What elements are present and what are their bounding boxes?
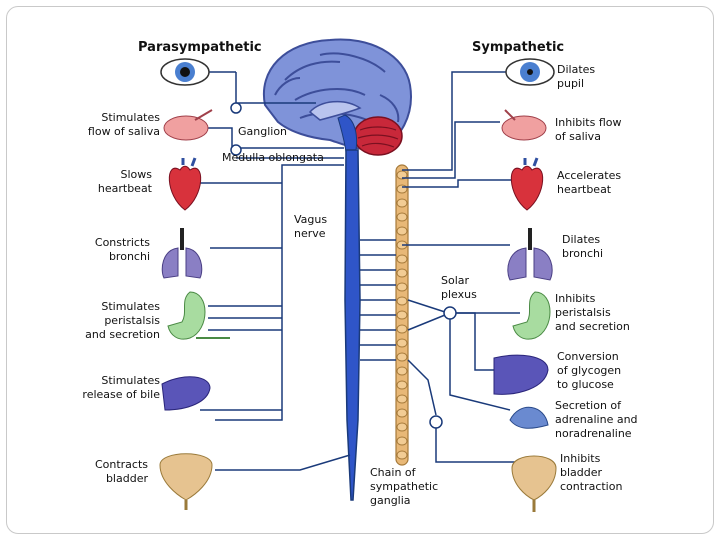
right-effect-saliva: Inhibits flow of saliva — [555, 116, 622, 143]
ganglion-bead — [396, 394, 408, 404]
left-effect-liver: Stimulates release of bile — [82, 374, 160, 401]
salivary-gland-icon — [501, 109, 547, 141]
ganglion-bead — [396, 422, 408, 432]
right-effect-bladder: Inhibits bladder contraction — [560, 452, 623, 493]
right-organs — [493, 58, 557, 512]
bladder-icon — [511, 455, 557, 512]
ganglion-label: Ganglion — [238, 125, 288, 138]
left-organs — [159, 58, 230, 510]
ganglion-bead — [396, 436, 408, 446]
parasympathetic-nerves — [200, 71, 351, 471]
liver-icon — [161, 376, 211, 411]
eye-icon — [160, 58, 210, 86]
ganglion-bead — [396, 212, 408, 222]
ganglion-bead — [396, 366, 408, 376]
right-effect-eye: Dilates pupil — [557, 63, 596, 90]
right-effect-liver: Conversion of glycogen to glucose — [557, 350, 622, 391]
left-effect-heart: Slows heartbeat — [97, 168, 152, 195]
heart-icon — [168, 157, 202, 211]
heart-icon — [510, 157, 544, 211]
left-effect-bladder: Contracts bladder — [94, 458, 148, 485]
right-effect-lungs: Dilates bronchi — [562, 233, 604, 260]
ganglion-bead — [396, 450, 408, 460]
spinal-cord — [344, 149, 361, 501]
ganglion-bead — [396, 254, 408, 264]
ganglion-bead — [396, 184, 408, 194]
ganglion-bead — [396, 198, 408, 208]
lungs-icon — [507, 228, 553, 281]
right-effect-adrenal: Secretion of adrenaline and noradrenalin… — [555, 399, 638, 440]
stomach-icon — [167, 291, 230, 340]
chain-label: Chain of sympathetic ganglia — [370, 466, 439, 507]
left-effect-lungs: Constricts bronchi — [94, 236, 150, 263]
salivary-gland-icon — [163, 109, 213, 141]
ganglion-bead — [396, 282, 408, 292]
adrenal-gland-icon — [509, 406, 549, 429]
medulla-label: Medulla oblongata — [222, 151, 324, 164]
left-effect-stomach: Stimulates peristalsis and secretion — [85, 300, 160, 341]
sympathetic-header: Sympathetic — [472, 40, 565, 55]
right-effect-heart: Accelerates heartbeat — [557, 169, 622, 196]
sympathetic-nerves — [360, 71, 520, 463]
ganglion-bead — [396, 296, 408, 306]
ganglion-bead — [396, 338, 408, 348]
ganglion-bead — [396, 226, 408, 236]
stomach-icon — [512, 291, 551, 340]
liver-icon — [493, 354, 549, 395]
vagus-nerve-label: Vagus nerve — [294, 213, 328, 240]
ganglion-bead — [396, 170, 408, 180]
parasympathetic-header: Parasympathetic — [138, 40, 262, 55]
ganglion-bead — [396, 268, 408, 278]
ganglion-bead — [396, 352, 408, 362]
sympathetic-chain — [395, 164, 409, 466]
right-effect-stomach: Inhibits peristalsis and secretion — [555, 292, 630, 333]
lungs-icon — [161, 228, 203, 279]
ganglion-bead — [396, 380, 408, 390]
eye-icon — [505, 58, 555, 86]
ganglion-bead — [396, 310, 408, 320]
ganglion-bead — [396, 324, 408, 334]
ganglion-bead — [396, 408, 408, 418]
solar-plexus-label: Solar plexus — [441, 274, 477, 301]
bladder-icon — [159, 453, 213, 510]
left-effect-saliva: Stimulates flow of saliva — [87, 111, 160, 138]
cerebellum — [353, 116, 403, 156]
